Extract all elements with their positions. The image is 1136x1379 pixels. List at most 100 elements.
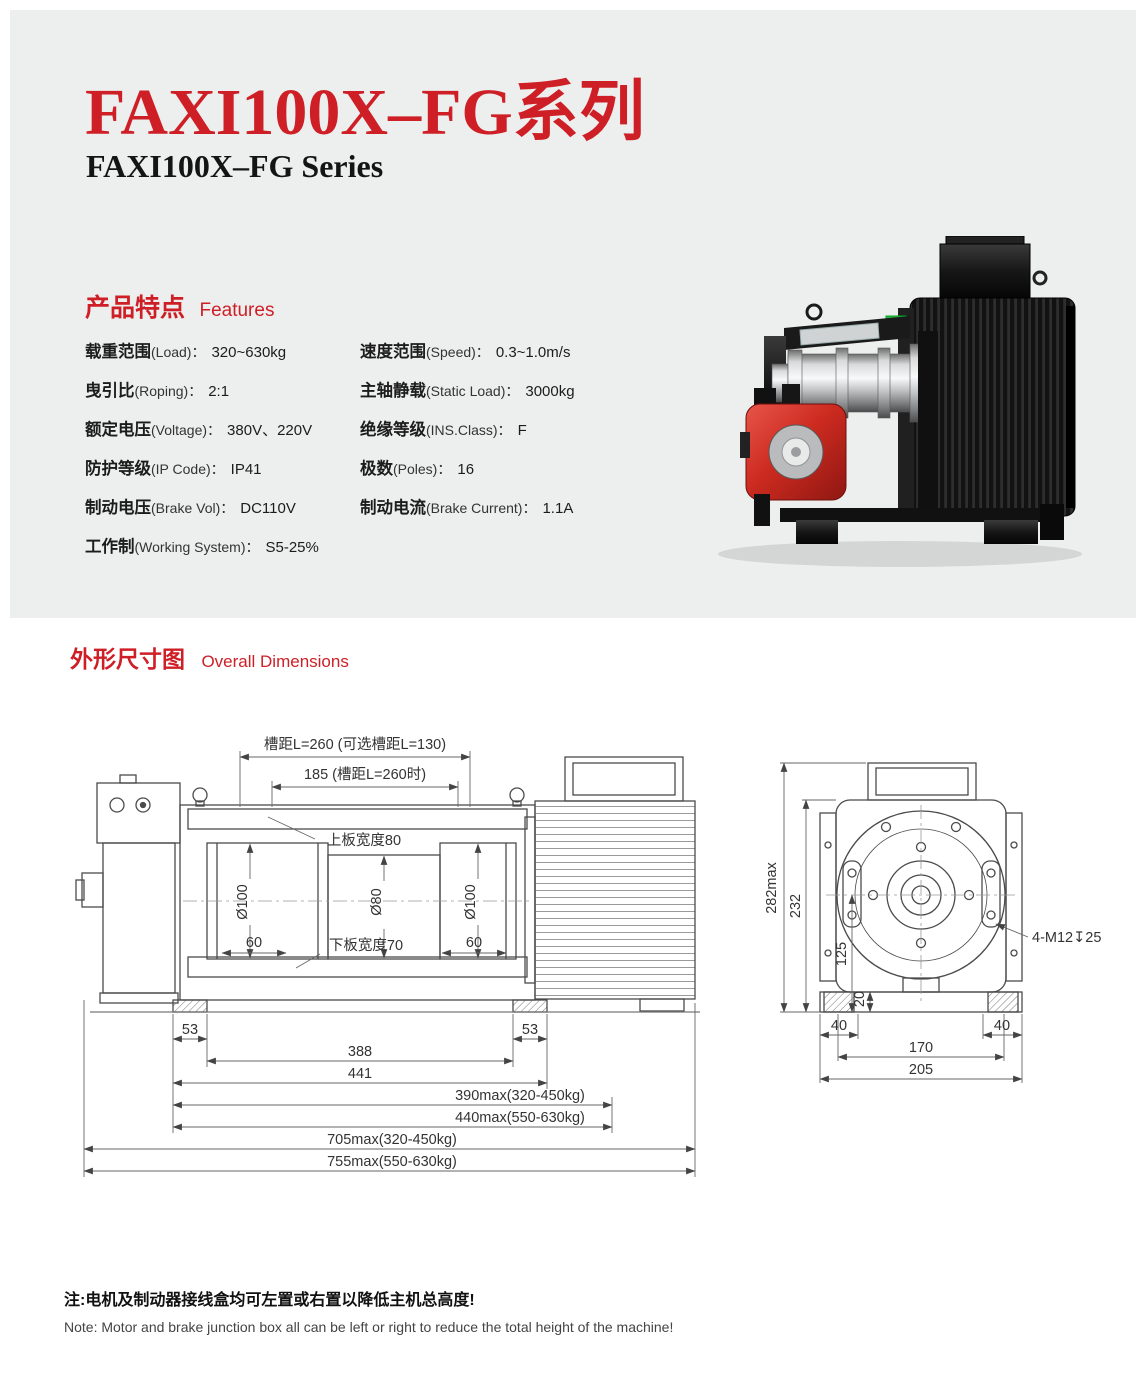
spec-static-load: 主轴静载(Static Load)： 3000kg (360, 372, 670, 411)
dim-20: 20 (852, 991, 868, 1007)
spec-list: 载重范围(Load)： 320~630kg 曳引比(Roping)： 2:1 额定电… (85, 333, 670, 567)
footnote-en: Note: Motor and brake junction box all c… (64, 1319, 674, 1335)
spec-label-en: (Brake Current)： (426, 500, 537, 516)
dim-60-left: 60 (246, 935, 262, 951)
spec-label-en: (INS.Class)： (426, 422, 512, 438)
spec-value: 16 (457, 461, 475, 478)
spec-label-en: (Roping)： (134, 383, 203, 399)
dimensions-heading-cn: 外形尺寸图 (70, 646, 185, 672)
traction-sheave (787, 353, 915, 413)
footnote-cn: 注:电机及制动器接线盒均可左置或右置以降低主机总高度! (64, 1292, 475, 1309)
spec-label-en: (Static Load)： (426, 383, 520, 399)
dim-125: 125 (834, 942, 850, 966)
product-photo (718, 236, 1082, 567)
dim-170: 170 (909, 1040, 933, 1056)
dim-60-right: 60 (466, 935, 482, 951)
dim-d100-left: Ø100 (235, 884, 251, 919)
spec-load: 载重范围(Load)： 320~630kg (85, 333, 360, 372)
spec-ins-class: 绝缘等级(INS.Class)： F (360, 411, 670, 450)
product-series-title-en: FAXI100X–FG Series (86, 148, 384, 184)
dim-d80: Ø80 (369, 888, 385, 915)
side-view-machine-outline (75, 756, 700, 1013)
spec-label-cn: 制动电流 (360, 499, 426, 517)
spec-value: 0.3~1.0m/s (495, 344, 571, 361)
product-series-title-cn: FAXI100X–FG系列 (85, 76, 645, 149)
dim-185: 185 (槽距L=260时) (304, 766, 426, 783)
dim-40-right: 40 (994, 1018, 1010, 1034)
dim-d100-right: Ø100 (463, 884, 479, 919)
spec-label-cn: 载重范围 (85, 343, 151, 361)
spec-brake-current: 制动电流(Brake Current)： 1.1A (360, 489, 670, 528)
front-view-dimension-labels: 282max 232 125 20 4-M12↧25 40 40 170 205 (764, 861, 1101, 1078)
spec-label-en: (Working System)： (134, 539, 260, 555)
name-plate (799, 322, 880, 346)
spec-label-cn: 极数 (360, 460, 393, 478)
side-view-dimension-lines (83, 751, 696, 1177)
spec-value: 3000kg (525, 383, 575, 400)
dim-53-left: 53 (182, 1022, 198, 1038)
spec-label-cn: 曳引比 (85, 382, 135, 400)
spec-label-cn: 绝缘等级 (360, 421, 426, 439)
dim-705max: 705max(320-450kg) (327, 1132, 457, 1148)
spec-value: 320~630kg (211, 344, 287, 361)
front-view-dimension-lines (780, 762, 1029, 1083)
spec-poles: 极数(Poles)： 16 (360, 450, 670, 489)
spec-label-en: (Poles)： (393, 461, 452, 477)
motor-side-view (534, 800, 696, 1000)
spec-working-system: 工作制(Working System)： S5-25% (85, 528, 360, 567)
dim-groove-pitch: 槽距L=260 (可选槽距L=130) (264, 736, 446, 753)
spec-label-cn: 速度范围 (360, 343, 426, 361)
foot (796, 520, 838, 544)
machine-photo-group (718, 236, 1082, 567)
lifting-eye-icon (805, 303, 823, 321)
dimensions-drawing: 槽距L=260 (可选槽距L=130) 185 (槽距L=260时) 上板宽度8… (75, 736, 1101, 1177)
lifting-eye-icon (1032, 270, 1048, 286)
spec-label-cn: 制动电压 (85, 499, 151, 517)
spec-label-en: (Voltage)： (151, 422, 222, 438)
spec-brake-voltage: 制动电压(Brake Vol)： DC110V (85, 489, 360, 528)
dim-top-plate-width: 上板宽度80 (327, 831, 401, 849)
spec-value: S5-25% (265, 539, 319, 556)
dim-bottom-plate-width: 下板宽度70 (329, 936, 403, 954)
spec-value: 380V、220V (227, 422, 313, 439)
dim-388: 388 (348, 1044, 372, 1060)
dim-205: 205 (909, 1062, 933, 1078)
footnote: 注:电机及制动器接线盒均可左置或右置以降低主机总高度! Note: Motor … (64, 1286, 673, 1335)
dim-390max: 390max(320-450kg) (455, 1088, 585, 1104)
spec-value: 2:1 (208, 383, 230, 400)
dim-bolt-spec: 4-M12↧25 (1032, 930, 1101, 946)
spec-label-cn: 防护等级 (85, 460, 151, 478)
spec-label-cn: 工作制 (85, 538, 135, 556)
dim-440max: 440max(550-630kg) (455, 1110, 585, 1126)
foot (984, 520, 1038, 544)
dim-40-left: 40 (831, 1018, 847, 1034)
spec-column-left: 载重范围(Load)： 320~630kg 曳引比(Roping)： 2:1 额定电… (85, 333, 360, 567)
spec-value: F (517, 422, 527, 439)
spec-ip-code: 防护等级(IP Code)：IP41 (85, 450, 360, 489)
spec-voltage: 额定电压(Voltage)： 380V、220V (85, 411, 360, 450)
spec-label-en: (Load)： (151, 344, 206, 360)
spec-label-cn: 额定电压 (85, 421, 151, 439)
dim-441: 441 (348, 1066, 372, 1082)
photo-shadow (718, 541, 1082, 567)
dimensions-heading-en: Overall Dimensions (201, 652, 349, 671)
base-rail (780, 508, 1048, 522)
spec-label-en: (Brake Vol)： (151, 500, 235, 516)
spec-speed: 速度范围(Speed)： 0.3~1.0m/s (360, 333, 670, 372)
front-view-machine-outline (819, 762, 1023, 1013)
dim-53-right: 53 (522, 1022, 538, 1038)
spec-value: DC110V (240, 500, 296, 517)
features-heading: 产品特点 Features (85, 288, 274, 324)
side-view-dimension-labels: 槽距L=260 (可选槽距L=130) 185 (槽距L=260时) 上板宽度8… (182, 736, 585, 1170)
spec-value: 1.1A (542, 500, 574, 517)
spec-column-right: 速度范围(Speed)： 0.3~1.0m/s 主轴静载(Static Load)… (360, 333, 670, 567)
features-heading-cn: 产品特点 (85, 294, 186, 322)
spec-label-en: (Speed)： (426, 344, 490, 360)
dim-755max: 755max(550-630kg) (327, 1154, 457, 1170)
spec-roping: 曳引比(Roping)： 2:1 (85, 372, 360, 411)
spec-label-cn: 主轴静载 (360, 382, 426, 400)
dim-232: 232 (788, 894, 804, 918)
features-heading-en: Features (199, 300, 275, 321)
spec-value: IP41 (230, 461, 262, 478)
